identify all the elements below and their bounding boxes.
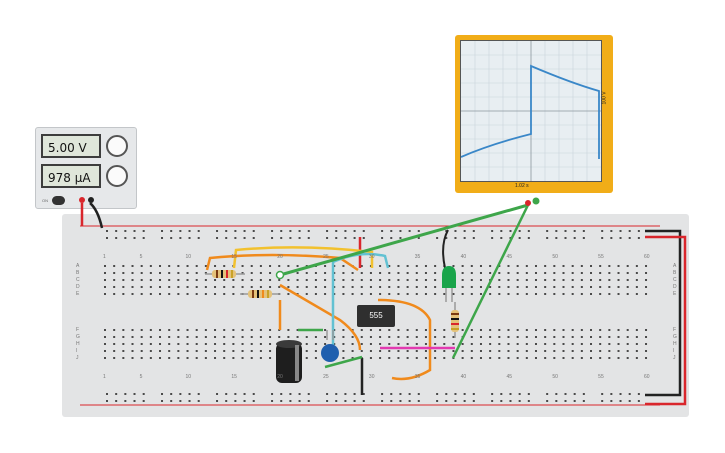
timer-ic-555[interactable]: 555 xyxy=(357,305,395,327)
column-label-top: 10 xyxy=(185,254,192,260)
column-label-top: 35 xyxy=(414,254,421,260)
column-label-top: 60 xyxy=(644,254,650,260)
row-label-left: F xyxy=(76,327,80,333)
column-label-bottom: 50 xyxy=(552,374,558,380)
row-label-right: E xyxy=(673,291,677,297)
current-knob[interactable] xyxy=(106,165,128,187)
row-label-right: H xyxy=(673,341,677,347)
scope-probe-terminal xyxy=(525,200,531,206)
electrolytic-capacitor xyxy=(276,340,302,383)
column-label-top: 20 xyxy=(277,254,283,260)
column-label-bottom: 25 xyxy=(323,374,329,380)
row-label-right: A xyxy=(673,263,677,269)
column-label-bottom: 60 xyxy=(644,374,650,380)
psu-negative-terminal xyxy=(88,197,94,203)
scope-ground-wire xyxy=(451,204,530,359)
column-label-top: 55 xyxy=(598,254,604,260)
column-label-top: 1 xyxy=(103,254,106,260)
psu-negative-wire xyxy=(89,202,104,229)
rail-jumper-black xyxy=(645,229,682,397)
column-label-top: 25 xyxy=(323,254,329,260)
orange-wire-diagonal xyxy=(279,283,362,351)
probe-tip xyxy=(275,270,285,280)
scope-trace xyxy=(460,64,600,159)
row-label-right: J xyxy=(673,355,676,361)
voltage-display: 5.00 V xyxy=(41,134,101,158)
orange-wire-loop xyxy=(377,298,432,381)
power-button-label: ON xyxy=(42,198,48,203)
row-label-left: D xyxy=(76,284,80,290)
column-label-bottom: 40 xyxy=(460,374,467,380)
row-label-left: C xyxy=(76,277,80,283)
row-label-left: B xyxy=(76,270,80,276)
column-label-bottom: 1 xyxy=(103,374,106,380)
column-label-top: 30 xyxy=(368,254,375,260)
green-led xyxy=(442,266,456,302)
row-label-right: D xyxy=(673,284,677,290)
row-label-right: C xyxy=(673,277,677,283)
column-label-bottom: 5 xyxy=(139,374,143,380)
psu-positive-terminal xyxy=(79,197,85,203)
scope-probe-wire xyxy=(279,203,529,277)
ceramic-capacitor xyxy=(321,330,339,362)
column-label-top: 5 xyxy=(139,254,143,260)
column-label-top: 40 xyxy=(460,254,467,260)
resistor-2 xyxy=(240,290,280,298)
column-label-bottom: 30 xyxy=(368,374,375,380)
row-label-right: F xyxy=(673,327,677,333)
power-button[interactable] xyxy=(52,196,65,205)
oscilloscope[interactable]: 100 V 1.02 s xyxy=(455,35,613,193)
power-supply[interactable]: 5.00 V 978 µA ON xyxy=(35,127,137,209)
column-label-bottom: 45 xyxy=(506,374,513,380)
x-scale-label: 1.02 s xyxy=(515,183,529,189)
row-label-left: J xyxy=(76,355,79,361)
scope-ground-terminal xyxy=(532,197,540,205)
column-label-top: 45 xyxy=(506,254,513,260)
column-label-bottom: 20 xyxy=(277,374,283,380)
column-label-bottom: 35 xyxy=(414,374,421,380)
cyan-wire xyxy=(331,252,390,360)
orange-wire-top xyxy=(205,253,359,272)
row-label-left: E xyxy=(76,291,80,297)
column-label-bottom: 55 xyxy=(598,374,604,380)
column-label-top: 15 xyxy=(231,254,237,260)
row-label-right: I xyxy=(673,348,675,354)
oscilloscope-grid xyxy=(460,41,601,181)
column-label-bottom: 15 xyxy=(231,374,237,380)
rail-jumper-red xyxy=(645,235,687,406)
column-label-top: 50 xyxy=(552,254,558,260)
green-jumper-ground xyxy=(324,355,363,369)
row-label-right: G xyxy=(673,334,677,340)
resistor-3 xyxy=(451,302,459,338)
oscilloscope-screen xyxy=(460,40,602,182)
row-label-left: A xyxy=(76,263,80,269)
resistor-1 xyxy=(205,270,245,278)
column-label-bottom: 10 xyxy=(185,374,192,380)
led-ground-wire xyxy=(442,229,449,269)
row-label-left: H xyxy=(76,341,80,347)
current-display: 978 µA xyxy=(41,164,101,188)
row-label-left: G xyxy=(76,334,80,340)
row-label-left: I xyxy=(76,348,78,354)
row-label-right: B xyxy=(673,270,677,276)
voltage-knob[interactable] xyxy=(106,135,128,157)
